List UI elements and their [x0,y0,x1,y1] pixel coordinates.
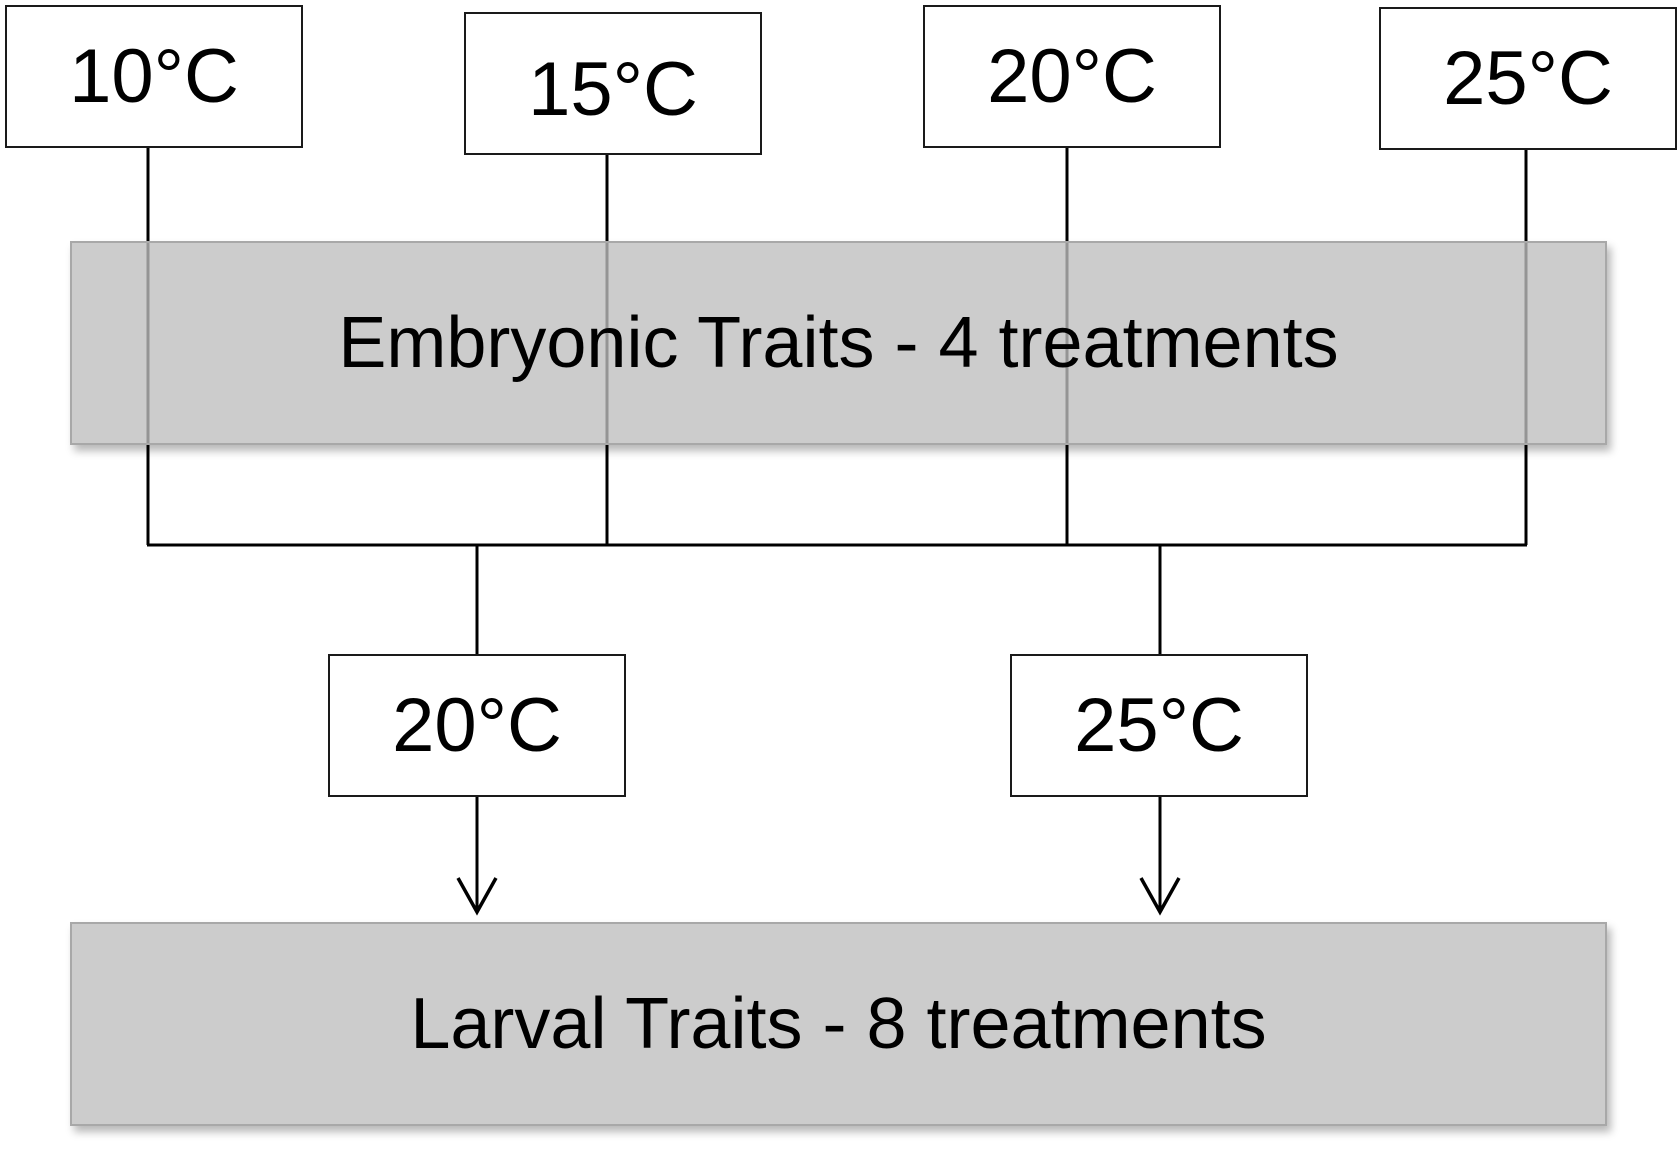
larval-temp-box-25c: 25°C [1010,654,1308,797]
embryonic-temp-label: 20°C [987,34,1157,119]
embryonic-temp-label: 10°C [69,34,239,119]
arrow-head-20c [456,877,498,916]
embryonic-traits-bar: Embryonic Traits - 4 treatments [70,241,1607,445]
embryonic-traits-label: Embryonic Traits - 4 treatments [338,303,1339,383]
embryonic-temp-label: 15°C [528,47,698,132]
larval-traits-label: Larval Traits - 8 treatments [410,984,1267,1064]
larval-temp-label: 25°C [1074,683,1244,768]
embryonic-temp-box-10c: 10°C [5,5,303,148]
larval-temp-box-20c: 20°C [328,654,626,797]
embryonic-temp-box-25c: 25°C [1379,7,1677,150]
arrow-head-25c [1139,877,1181,916]
embryonic-temp-box-15c: 15°C [464,12,762,155]
embryonic-temp-label: 25°C [1443,36,1613,121]
larval-traits-bar: Larval Traits - 8 treatments [70,922,1607,1126]
larval-temp-label: 20°C [392,683,562,768]
embryonic-temp-box-20c: 20°C [923,5,1221,148]
